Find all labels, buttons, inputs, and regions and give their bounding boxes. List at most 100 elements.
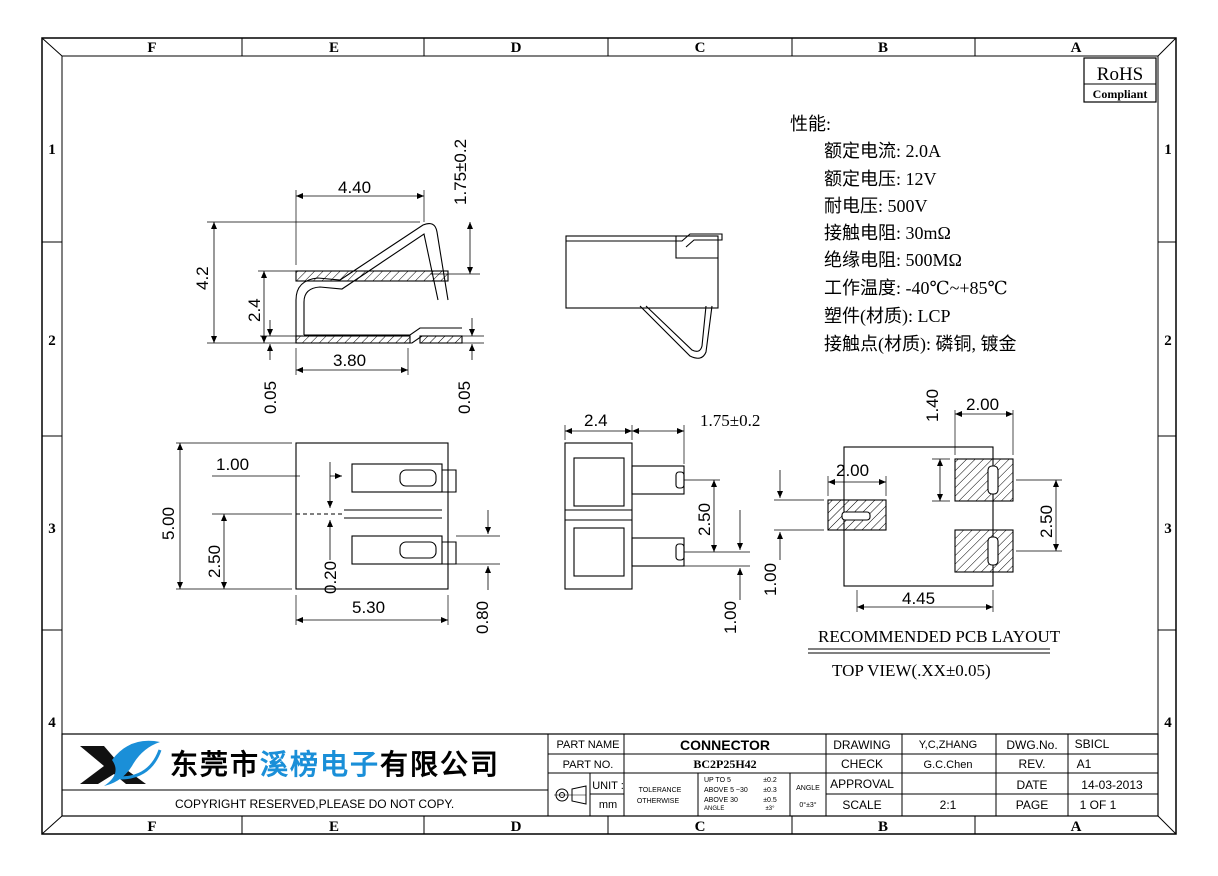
rev-value: A1 (1077, 757, 1092, 771)
scale-value: 2:1 (940, 798, 957, 812)
part-no-label: PART NO. (563, 759, 614, 771)
copyright-text: COPYRIGHT RESERVED,PLEASE DO NOT COPY. (175, 797, 454, 811)
front-view-dims: 2.4 1.75±0.2 2.50 1.00 (584, 411, 760, 634)
tol-val: ±0.3 (763, 787, 777, 794)
dwg-value: SBICL (1075, 737, 1110, 751)
page-label: PAGE (1016, 798, 1048, 812)
dim-pcb-pad-w-right: 2.00 (966, 395, 999, 414)
rohs-text: RoHS (1097, 64, 1143, 85)
rev-label: REV. (1019, 757, 1046, 771)
col-label-top: C (695, 40, 706, 56)
spec-line: 额定电压: 12V (824, 169, 937, 189)
col-label-top: E (329, 40, 339, 56)
unit-label: UNIT : (592, 780, 624, 792)
col-label-bottom: B (878, 819, 888, 835)
dim-pcb-pad-left-h: 1.00 (761, 563, 780, 596)
drawing-value: Y,C,ZHANG (919, 739, 977, 751)
col-label-bottom: E (329, 819, 339, 835)
rohs-compliant: Compliant (1093, 87, 1148, 101)
dim-pcb-pad-h: 1.40 (923, 389, 942, 422)
angle-label: ANGLE (796, 785, 820, 792)
row-label-left: 4 (48, 715, 56, 731)
tol-range: ABOVE 5 ~30 (704, 787, 748, 794)
approval-label: APPROVAL (830, 777, 894, 791)
side-view-dims: 4.40 3.80 4.2 2.4 1.75±0.2 0.05 0.05 (193, 139, 474, 414)
dim-front-pitch: 2.50 (695, 503, 714, 536)
col-label-bottom: F (147, 819, 156, 835)
dim-side-thick-right: 0.05 (455, 381, 474, 414)
dim-top-gap: 1.00 (216, 455, 249, 474)
dim-top-pitch: 2.50 (205, 545, 224, 578)
front-view (564, 425, 750, 600)
check-label: CHECK (841, 757, 883, 771)
spec-line: 耐电压: 500V (824, 196, 928, 216)
top-view-dims: 1.00 5.30 5.00 2.50 0.20 0.80 (159, 455, 492, 634)
pcb-dims: 1.40 2.00 2.00 2.50 1.00 4.45 (761, 389, 1056, 608)
col-label-top: F (147, 40, 156, 56)
dim-front-pad: 1.00 (721, 601, 740, 634)
otherwise-label: OTHERWISE (637, 798, 680, 805)
spec-line: 工作温度: -40℃~+85℃ (824, 278, 1008, 298)
scale-label: SCALE (842, 798, 881, 812)
dim-side-height-inner: 2.4 (245, 298, 264, 322)
row-label-right: 1 (1164, 142, 1172, 158)
row-label-left: 1 (48, 142, 56, 158)
spec-line: 接触电阻: 30mΩ (824, 223, 951, 243)
tol-val: ±3° (765, 806, 775, 812)
dim-top-length: 5.30 (352, 598, 385, 617)
rohs-badge: RoHS Compliant (1083, 57, 1157, 103)
part-no: BC2P25H42 (693, 757, 756, 771)
col-label-top: A (1071, 40, 1082, 56)
unit: mm (599, 799, 617, 811)
title-block (61, 733, 1159, 817)
tol-val: ±0.2 (763, 777, 777, 784)
spec-block: 性能: 额定电流: 2.0A 额定电压: 12V 耐电压: 500V 接触电阻:… (790, 114, 1017, 355)
frame-labels: F E D C B A F E D C B A 1 2 3 4 1 2 3 4 (48, 40, 1172, 835)
spec-line: 绝缘电阻: 500MΩ (824, 250, 962, 270)
row-label-left: 2 (48, 333, 56, 349)
pcb-title-line1: RECOMMENDED PCB LAYOUT (818, 627, 1061, 646)
spec-line: 塑件(材质): LCP (824, 306, 951, 327)
check-value: G.C.Chen (924, 759, 973, 771)
company-name-prefix: 东莞市 (170, 748, 260, 780)
col-label-bottom: C (695, 819, 706, 835)
row-label-left: 3 (48, 521, 56, 537)
part-name: CONNECTOR (680, 737, 770, 753)
dim-side-thick-left: 0.05 (261, 381, 280, 414)
date-label: DATE (1016, 778, 1047, 792)
housing-side-view (565, 233, 723, 359)
company-name-suffix: 有限公司 (380, 749, 500, 780)
title-block-text: PART NAME CONNECTOR PART NO. BC2P25H42 U… (557, 737, 1143, 812)
col-label-bottom: D (511, 819, 522, 835)
col-label-top: B (878, 40, 888, 56)
drawing-label: DRAWING (833, 738, 891, 752)
dim-front-tol: 1.75±0.2 (700, 411, 760, 430)
spec-heading: 性能: (790, 114, 831, 134)
tolerance-label: TOLERANCE (639, 787, 682, 794)
row-label-right: 4 (1164, 715, 1172, 731)
part-name-label: PART NAME (557, 739, 620, 751)
dim-top-height: 5.00 (159, 507, 178, 540)
tol-range: ANGLE (704, 806, 724, 812)
page-value: 1 OF 1 (1080, 798, 1117, 812)
top-view (176, 442, 500, 625)
sheet-frame (41, 37, 1177, 835)
tol-range: ABOVE 30 (704, 797, 738, 804)
dim-side-base: 3.80 (333, 351, 366, 370)
angle-val: 0°±3° (799, 801, 816, 809)
row-label-right: 3 (1164, 521, 1172, 537)
pcb-title-line2: TOP VIEW(.XX±0.05) (832, 661, 991, 680)
dim-side-height-total: 4.2 (193, 266, 212, 290)
dim-top-pad: 0.80 (473, 601, 492, 634)
dim-side-tol-top: 1.75±0.2 (451, 139, 470, 205)
dwg-label: DWG.No. (1006, 738, 1057, 752)
dim-pcb-pitch: 2.50 (1037, 505, 1056, 538)
pcb-layout (774, 410, 1062, 612)
tol-range: UP TO 5 (704, 777, 731, 784)
dim-front-width: 2.4 (584, 411, 608, 430)
col-label-bottom: A (1071, 819, 1082, 835)
side-view (207, 190, 484, 375)
col-label-top: D (511, 40, 522, 56)
